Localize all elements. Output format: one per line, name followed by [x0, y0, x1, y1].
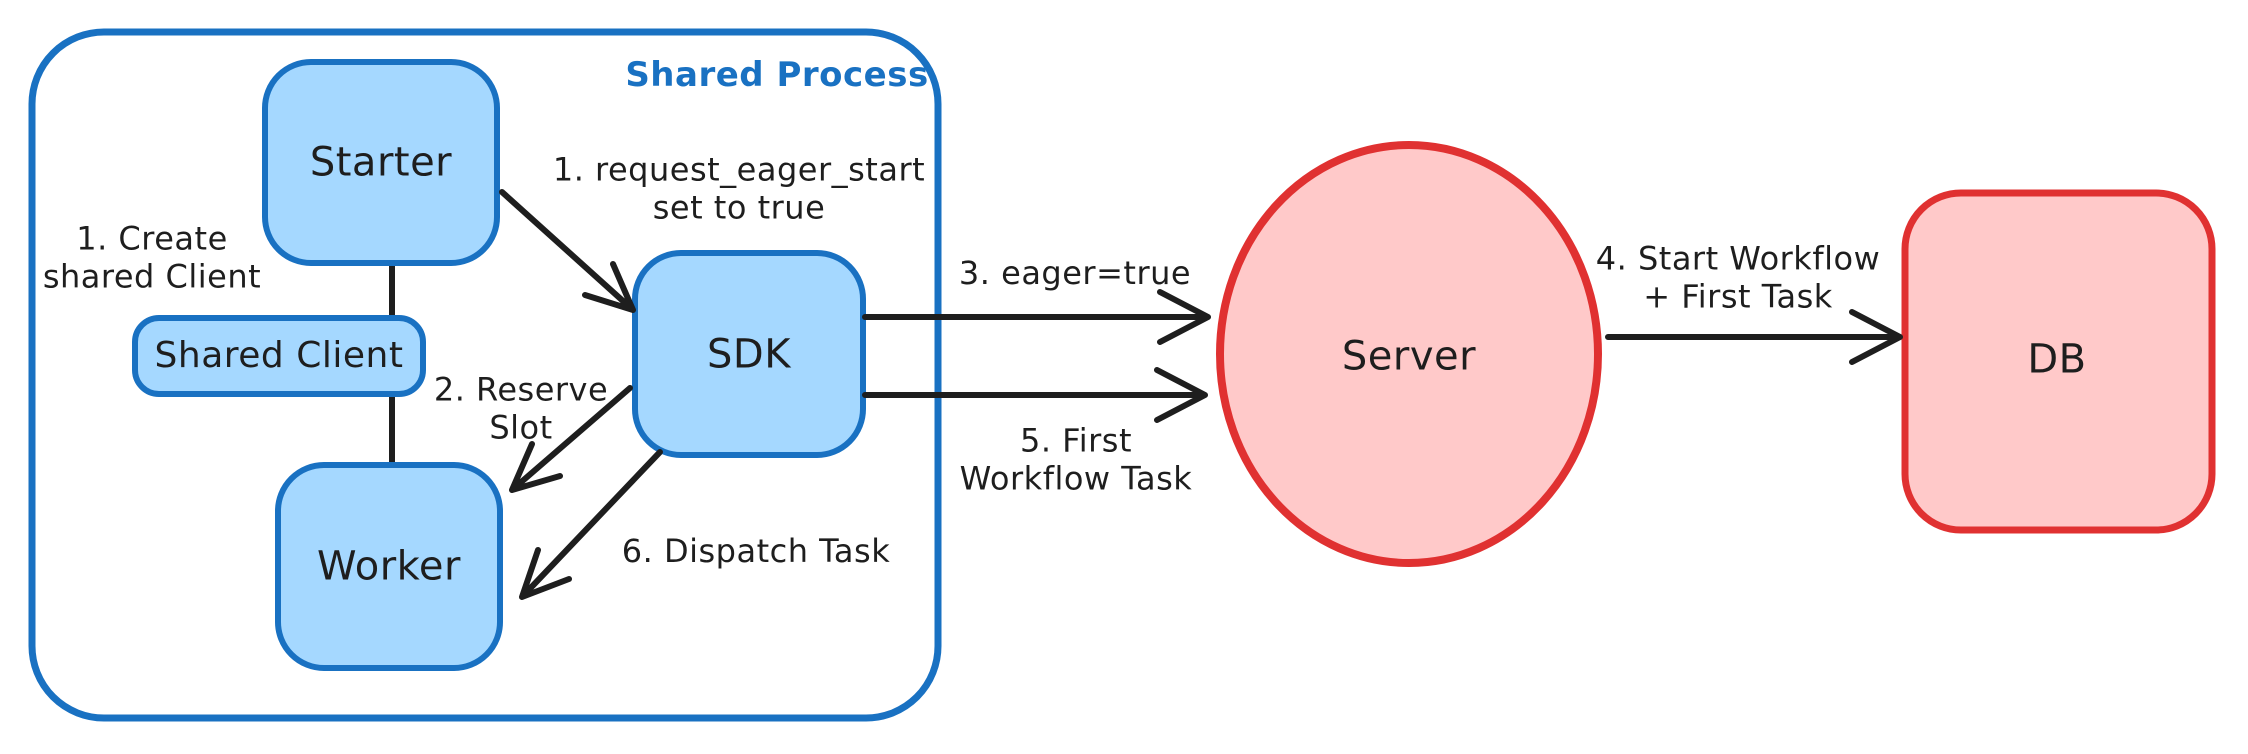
sdk-node	[632, 250, 866, 458]
annotation-eager-true: 3. eager=true	[958, 254, 1192, 293]
shared-client-label: Shared Client	[154, 334, 404, 376]
annotation-reserve-slot: 2. Reserve Slot	[433, 370, 609, 446]
starter-label: Starter	[309, 139, 453, 186]
shared-client-node	[132, 315, 426, 397]
starter-node	[262, 59, 500, 266]
arrow-eager-true	[862, 289, 1211, 345]
db-node	[1901, 189, 2216, 534]
arrow-request-eager-start	[499, 189, 636, 313]
arrow-first-workflow-task	[862, 367, 1208, 423]
arrow-reserve-slot	[509, 385, 633, 493]
annotation-first-workflow-task: 5. First Workflow Task	[959, 421, 1193, 497]
worker-node	[275, 462, 503, 671]
server-label: Server	[1341, 333, 1477, 380]
server-node	[1216, 141, 1602, 567]
annotation-create-shared-client: 1. Create shared Client	[42, 219, 262, 295]
worker-label: Worker	[317, 543, 461, 590]
shared-process-label: Shared Process	[625, 54, 929, 95]
sdk-label: SDK	[707, 331, 791, 378]
shared-process-container	[28, 28, 942, 722]
annotation-dispatch-task: 6. Dispatch Task	[621, 532, 891, 571]
db-label: DB	[2027, 336, 2087, 383]
annotation-start-workflow: 4. Start Workflow + First Task	[1595, 239, 1881, 315]
arrow-start-workflow	[1605, 309, 1903, 365]
annotation-request-eager-start: 1. request_eager_start set to true	[552, 150, 926, 226]
arrow-dispatch-task	[519, 449, 663, 600]
